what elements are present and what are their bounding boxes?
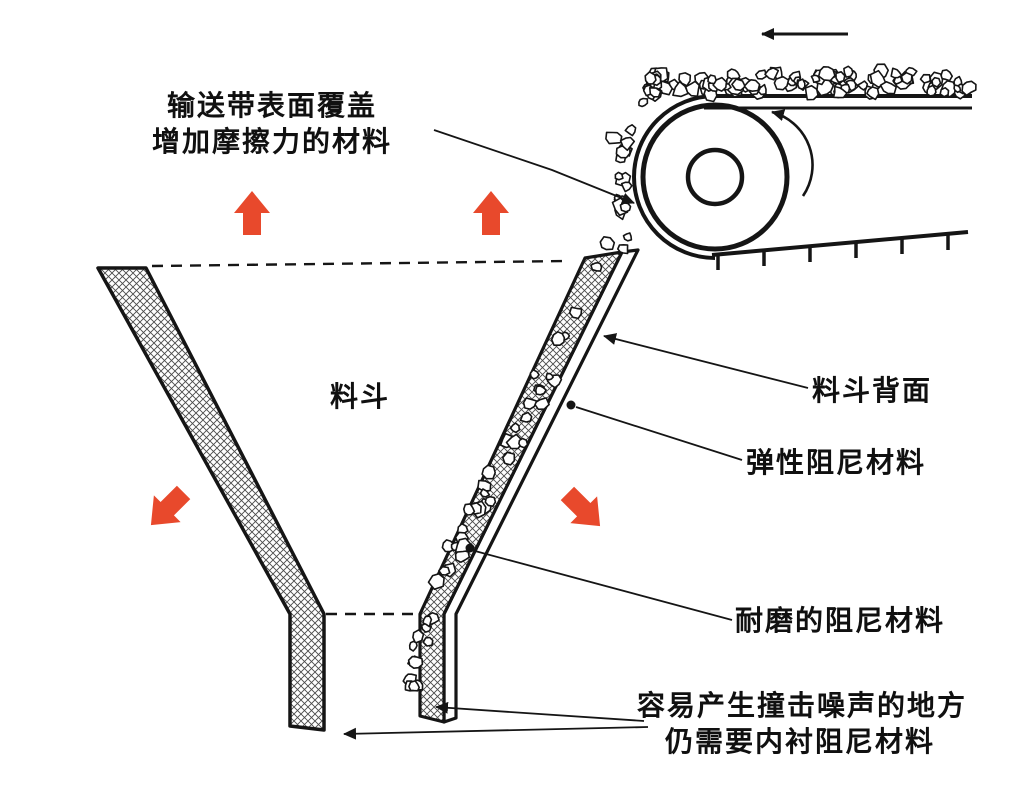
out-arrow-right (560, 486, 601, 527)
hopper-top-dashed-line (151, 259, 569, 268)
out-arrow-left (150, 485, 191, 526)
label-impact-line1: 容易产生撞击噪声的地方 (637, 689, 967, 721)
return-belt-line (711, 230, 969, 257)
up-arrow-right (473, 191, 509, 235)
leader-lines (343, 129, 809, 740)
label-elastic-damping: 弹性阻尼材料 (746, 447, 926, 478)
material-rocks (402, 63, 977, 692)
wear-layer-dot (465, 543, 475, 553)
conveyor-assembly (631, 28, 972, 270)
label-wear-damping: 耐磨的阻尼材料 (735, 604, 945, 636)
hopper-left-wall (96, 266, 326, 732)
label-hopper: 料斗 (330, 381, 390, 412)
belt-wrap-arc (631, 94, 716, 260)
up-arrow-left (234, 191, 270, 235)
label-impact-line2: 仍需要内衬阻尼材料 (665, 726, 935, 757)
labels: 输送带表面覆盖 增加摩擦力的材料 料斗 料斗背面 弹性阻尼材料 耐磨的阻尼材料 … (152, 89, 967, 757)
hopper-back-leader-line (603, 333, 809, 389)
hopper-right-wall-damping-layer (418, 250, 624, 724)
wear-damping-leader-line (474, 550, 733, 621)
label-belt-cover-line1: 输送带表面覆盖 (167, 89, 377, 121)
elastic-damping-leader-line (575, 406, 743, 461)
label-belt-cover-line2: 增加摩擦力的材料 (152, 125, 392, 157)
elastic-layer-dot (566, 400, 576, 410)
impact-leader-line-right (435, 701, 645, 722)
hopper-right-wall-backplate (442, 248, 640, 724)
pulley-rotation-arrow (771, 109, 814, 197)
flow-arrows (150, 191, 601, 527)
label-hopper-back: 料斗背面 (812, 375, 932, 406)
support-legs (716, 234, 950, 270)
pulley-hub (685, 147, 745, 207)
belt-cover-leader-line (433, 129, 635, 205)
impact-leader-line-left (343, 726, 649, 740)
